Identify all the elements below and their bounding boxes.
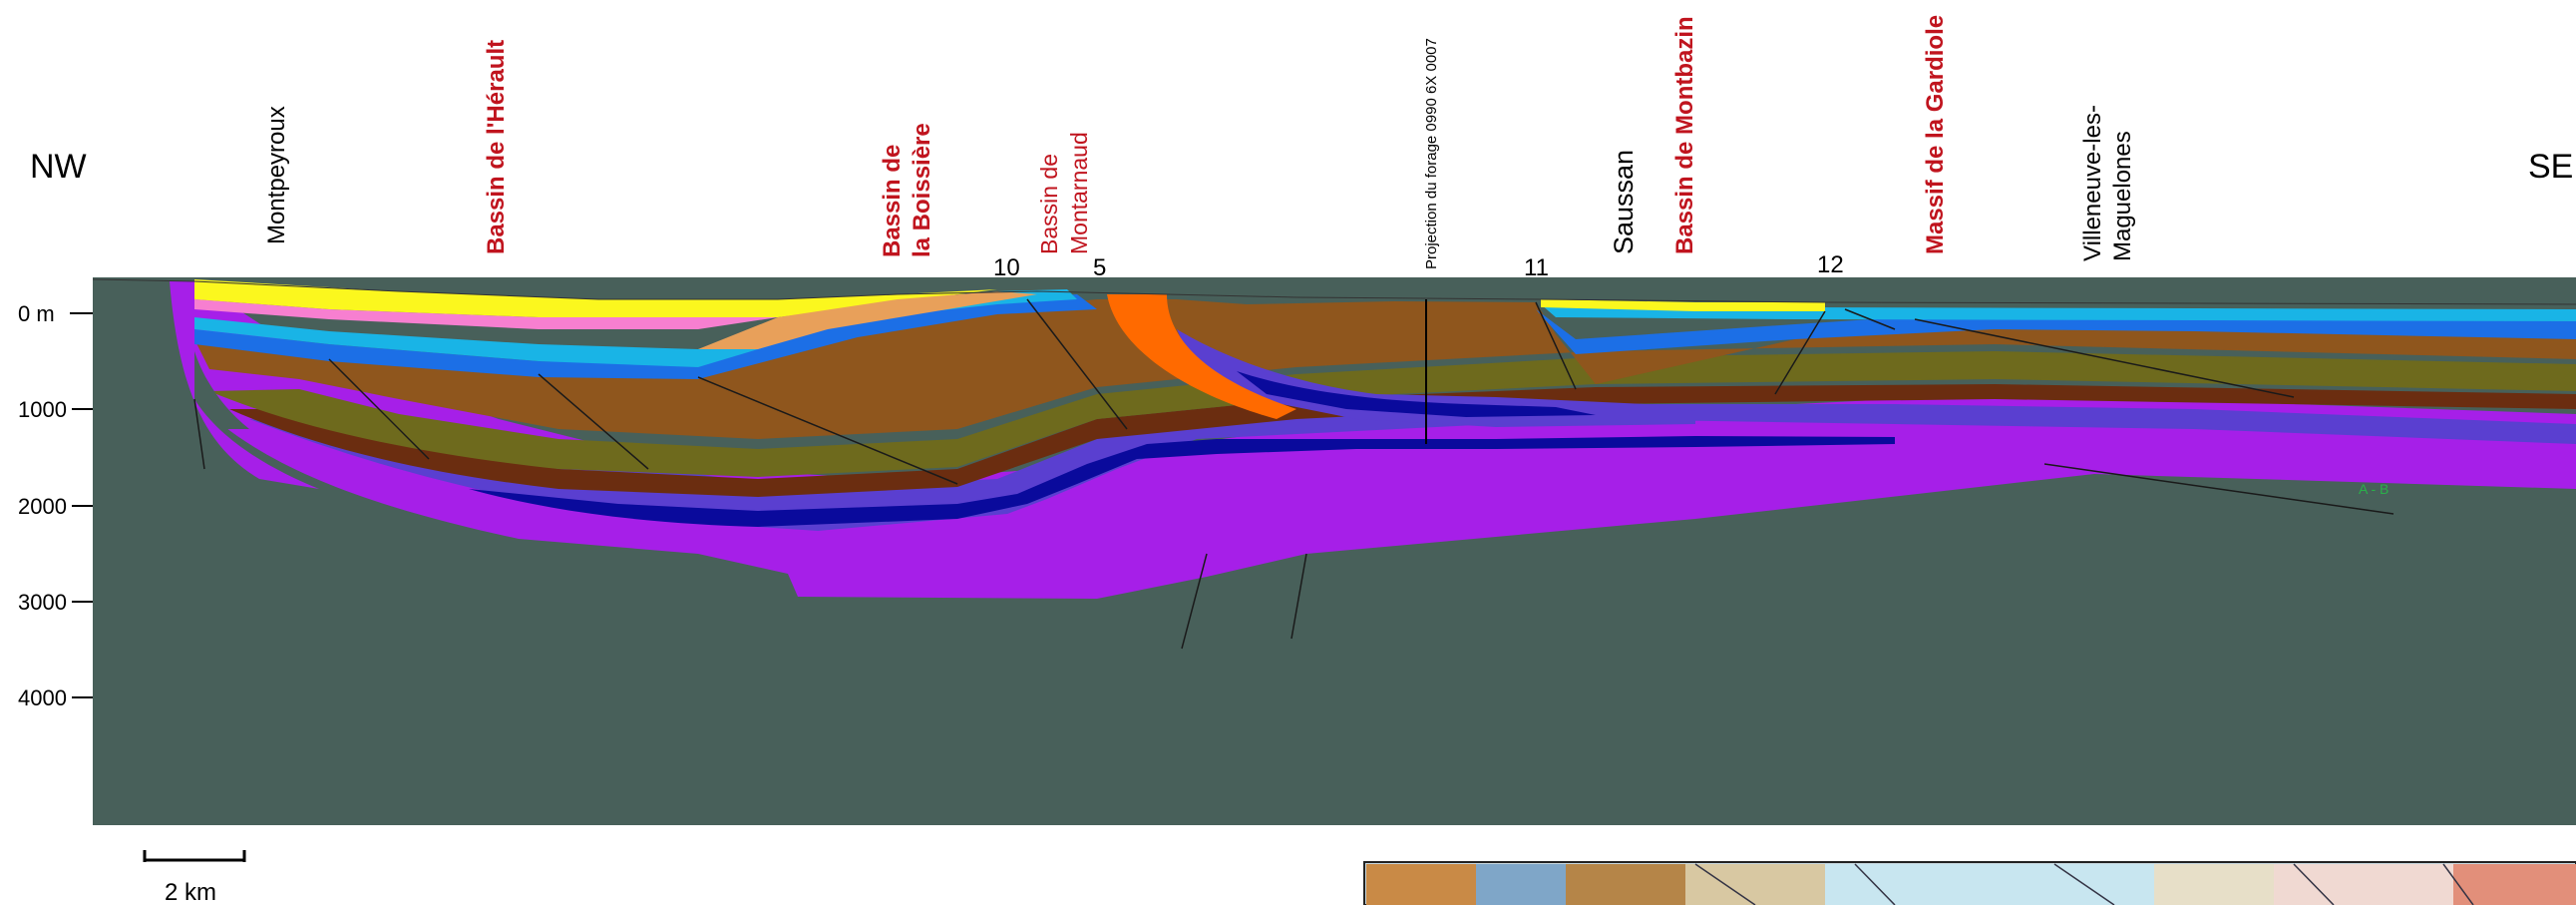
scale-bar-label: 2 km xyxy=(165,879,216,905)
surface-line xyxy=(92,278,2576,305)
label-villeneuve-1: Villeneuve-les- xyxy=(2079,105,2106,261)
label-villeneuve-2: Maguelones xyxy=(2109,131,2136,261)
orange-wedge xyxy=(1107,294,1296,419)
depth-tick-0: 0 m xyxy=(18,301,55,326)
geological-map-inset xyxy=(1363,861,2576,905)
label-massif-gardiole: Massif de la Gardiole xyxy=(1922,15,1949,254)
tan-layer xyxy=(698,291,1037,349)
brown-layer xyxy=(194,299,2576,439)
fault-number-5: 5 xyxy=(1093,254,1106,281)
orientation-nw: NW xyxy=(30,148,87,186)
label-bassin-herault: Bassin de l'Hérault xyxy=(483,40,510,254)
depth-tick-4000: 4000 xyxy=(18,685,67,710)
basement-wall xyxy=(93,279,249,429)
label-bassin-boissiere-1: Bassin de xyxy=(879,145,906,257)
fault-lines xyxy=(193,298,2394,650)
fault-number-12: 12 xyxy=(1817,251,1844,278)
blue-layer xyxy=(194,294,1097,379)
depth-tick-1000: 1000 xyxy=(18,397,67,422)
orientation-se: SE xyxy=(2528,148,2573,186)
label-forage: Projection du forage 0990 6X 0007 xyxy=(1423,38,1440,269)
section-marker: A - B xyxy=(2359,481,2389,497)
blue-violet-layer xyxy=(249,404,2576,531)
violet-wall xyxy=(170,281,319,489)
depth-tick-2000: 2000 xyxy=(18,494,67,519)
yellow-layer xyxy=(194,279,997,317)
pink-layer xyxy=(194,299,778,329)
fault-number-10: 10 xyxy=(993,254,1020,281)
yellow-layer-se xyxy=(1541,299,1825,311)
fault-number-11: 11 xyxy=(1524,254,1549,281)
label-bassin-boissiere-2: la Boissière xyxy=(909,123,935,257)
scale-bar: 2 km xyxy=(143,850,246,905)
label-montpeyroux: Montpeyroux xyxy=(263,106,290,244)
navy-layer xyxy=(469,436,1895,527)
label-bassin-montarnaud-2: Montarnaud xyxy=(1066,132,1092,254)
label-bassin-montarnaud-1: Bassin de xyxy=(1036,154,1062,254)
label-bassin-montbazin: Bassin de Montbazin xyxy=(1671,16,1698,254)
depth-tick-3000: 3000 xyxy=(18,590,67,615)
fold-loop-outer xyxy=(1177,329,1695,427)
olive-layer xyxy=(209,351,2576,477)
depth-axis: 0 m 1000 2000 3000 4000 xyxy=(18,301,93,710)
fold-loop-navy xyxy=(1237,371,1596,417)
label-saussan: Saussan xyxy=(1609,150,1639,254)
